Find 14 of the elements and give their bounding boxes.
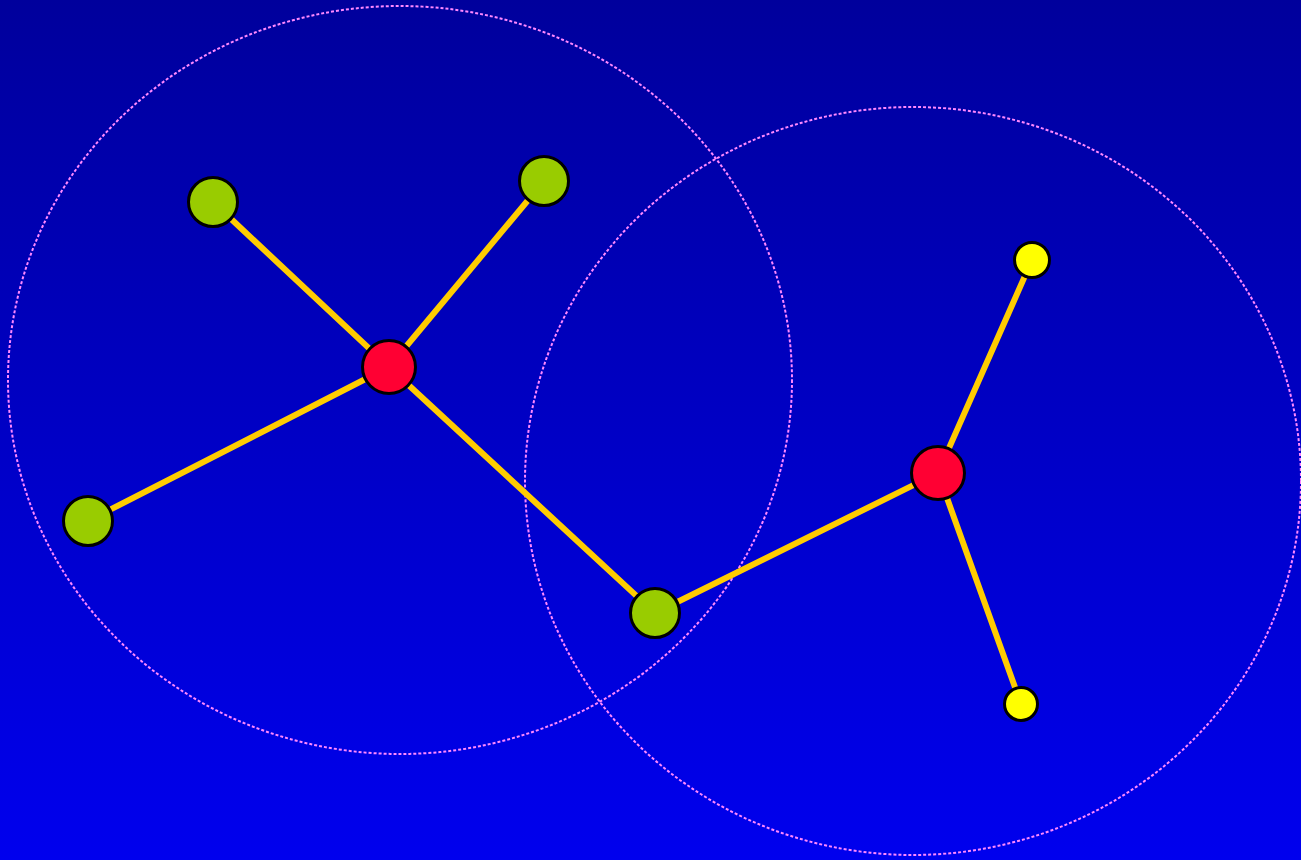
circle-node bbox=[518, 155, 570, 207]
circle-node bbox=[1003, 686, 1039, 722]
connector-line bbox=[946, 274, 1028, 451]
circle-node bbox=[187, 176, 239, 228]
connector-line bbox=[228, 216, 372, 351]
connector-line bbox=[675, 482, 916, 605]
circle-node bbox=[910, 445, 966, 501]
connector-line bbox=[108, 376, 368, 513]
circle-node bbox=[62, 495, 114, 547]
circle-node bbox=[361, 339, 417, 395]
circle-node bbox=[1013, 241, 1051, 279]
connector-line bbox=[406, 383, 639, 599]
circle-node bbox=[629, 587, 681, 639]
connector-line bbox=[403, 197, 531, 349]
